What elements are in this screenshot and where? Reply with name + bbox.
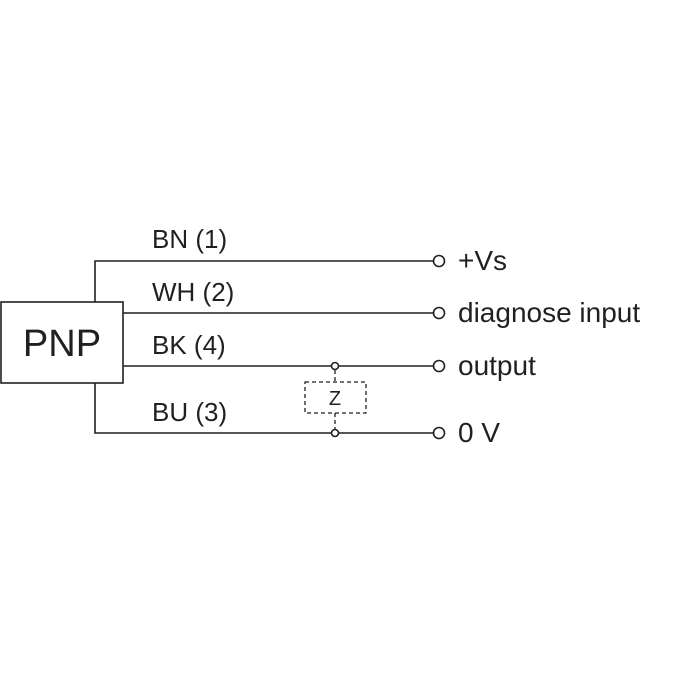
wire-bu (94, 383, 433, 434)
wire-label-bn: BN (1) (152, 224, 227, 254)
terminal-output (432, 359, 446, 373)
terminal-label-output: output (458, 350, 536, 381)
wire-label-bu: BU (3) (152, 397, 227, 427)
pnp-label: PNP (23, 323, 101, 365)
terminal-label-0v: 0 V (458, 417, 500, 448)
wire-label-wh: WH (2) (152, 277, 234, 307)
pnp-box (0, 301, 124, 384)
terminal-vs (432, 254, 446, 268)
terminal-0v (432, 426, 446, 440)
load-node-bottom (330, 428, 340, 438)
terminal-diagnose-input (432, 306, 446, 320)
terminal-label-diagnose-input: diagnose input (458, 297, 640, 328)
terminal-label-vs: +Vs (458, 245, 507, 276)
wire-bn (94, 260, 433, 302)
wire-label-bk: BK (4) (152, 330, 226, 360)
load-node-top (330, 361, 340, 371)
load-label: Z (329, 388, 341, 410)
